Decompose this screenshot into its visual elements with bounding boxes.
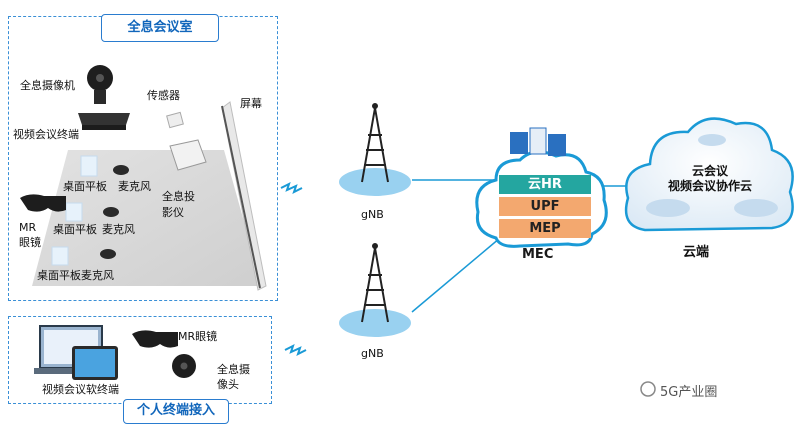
tablet-shape-1 (80, 155, 98, 177)
phone-shape (72, 346, 118, 380)
terminal-label: 视频会议终端 (13, 128, 79, 141)
soft-terminal-label: 视频会议软终端 (42, 383, 119, 396)
tablet-label-2: 桌面平板 (53, 223, 97, 236)
tablet-label-1: 桌面平板 (63, 180, 107, 193)
mec-layer-cloud-hr: 云HR (499, 175, 591, 194)
mic-shape-1 (113, 165, 129, 175)
link-gnb-bottom-mec (411, 237, 501, 313)
holographic-room-box (8, 16, 278, 301)
cloud-line-1: 云会议 (691, 164, 728, 178)
mec-layer-mep: MEP (499, 219, 591, 238)
tablet-mic-label-3: 桌面平板麦克风 (37, 269, 114, 282)
mec-label: MEC (522, 247, 554, 262)
watermark-text: 5G产业圈 (660, 385, 718, 400)
projector-shape (169, 139, 207, 171)
gnb-label-top: gNB (361, 208, 384, 221)
mic-label-2: 麦克风 (102, 223, 135, 236)
wireless-signal-bottom (284, 344, 307, 356)
video-terminal-shape (78, 113, 130, 130)
mic-shape-3 (100, 249, 116, 259)
screen-label: 屏幕 (240, 97, 262, 110)
mic-label-1: 麦克风 (118, 180, 151, 193)
mr-glasses-shape-room (20, 194, 66, 212)
cloud-line-2: 视频会议协作云 (667, 179, 752, 193)
camera-shape-personal (172, 354, 196, 378)
holographic-camera-shape (87, 65, 113, 104)
holographic-room-title: 全息会议室 (101, 14, 219, 42)
mec-layer-upf: UPF (499, 197, 591, 216)
tablet-shape-2 (65, 202, 83, 222)
screen-wall (221, 101, 267, 291)
server-icons-shape (510, 127, 566, 156)
gnb-label-bottom: gNB (361, 347, 384, 360)
camera-label: 全息摄像机 (20, 79, 75, 92)
room-floor (32, 150, 262, 286)
personal-access-title: 个人终端接入 (123, 399, 229, 424)
wireless-signal-top (280, 182, 303, 194)
personal-camera-label: 全息摄像头 (217, 363, 250, 391)
mr-glasses-shape-personal (132, 330, 178, 348)
sensor-label: 传感器 (147, 89, 180, 102)
mr-glasses-label-room: MR眼镜 (19, 221, 41, 249)
mic-shape-2 (103, 207, 119, 217)
mr-glasses-label-personal: MR眼镜 (178, 330, 218, 343)
tablet-shape-3 (51, 246, 69, 266)
watermark-icon (640, 381, 656, 397)
cloud-label: 云端 (683, 245, 710, 260)
gnb-tower-top-shape (339, 103, 411, 196)
gnb-tower-bottom-shape (339, 243, 411, 337)
projector-label: 全息投影仪 (162, 190, 195, 219)
sensor-shape (166, 111, 184, 129)
